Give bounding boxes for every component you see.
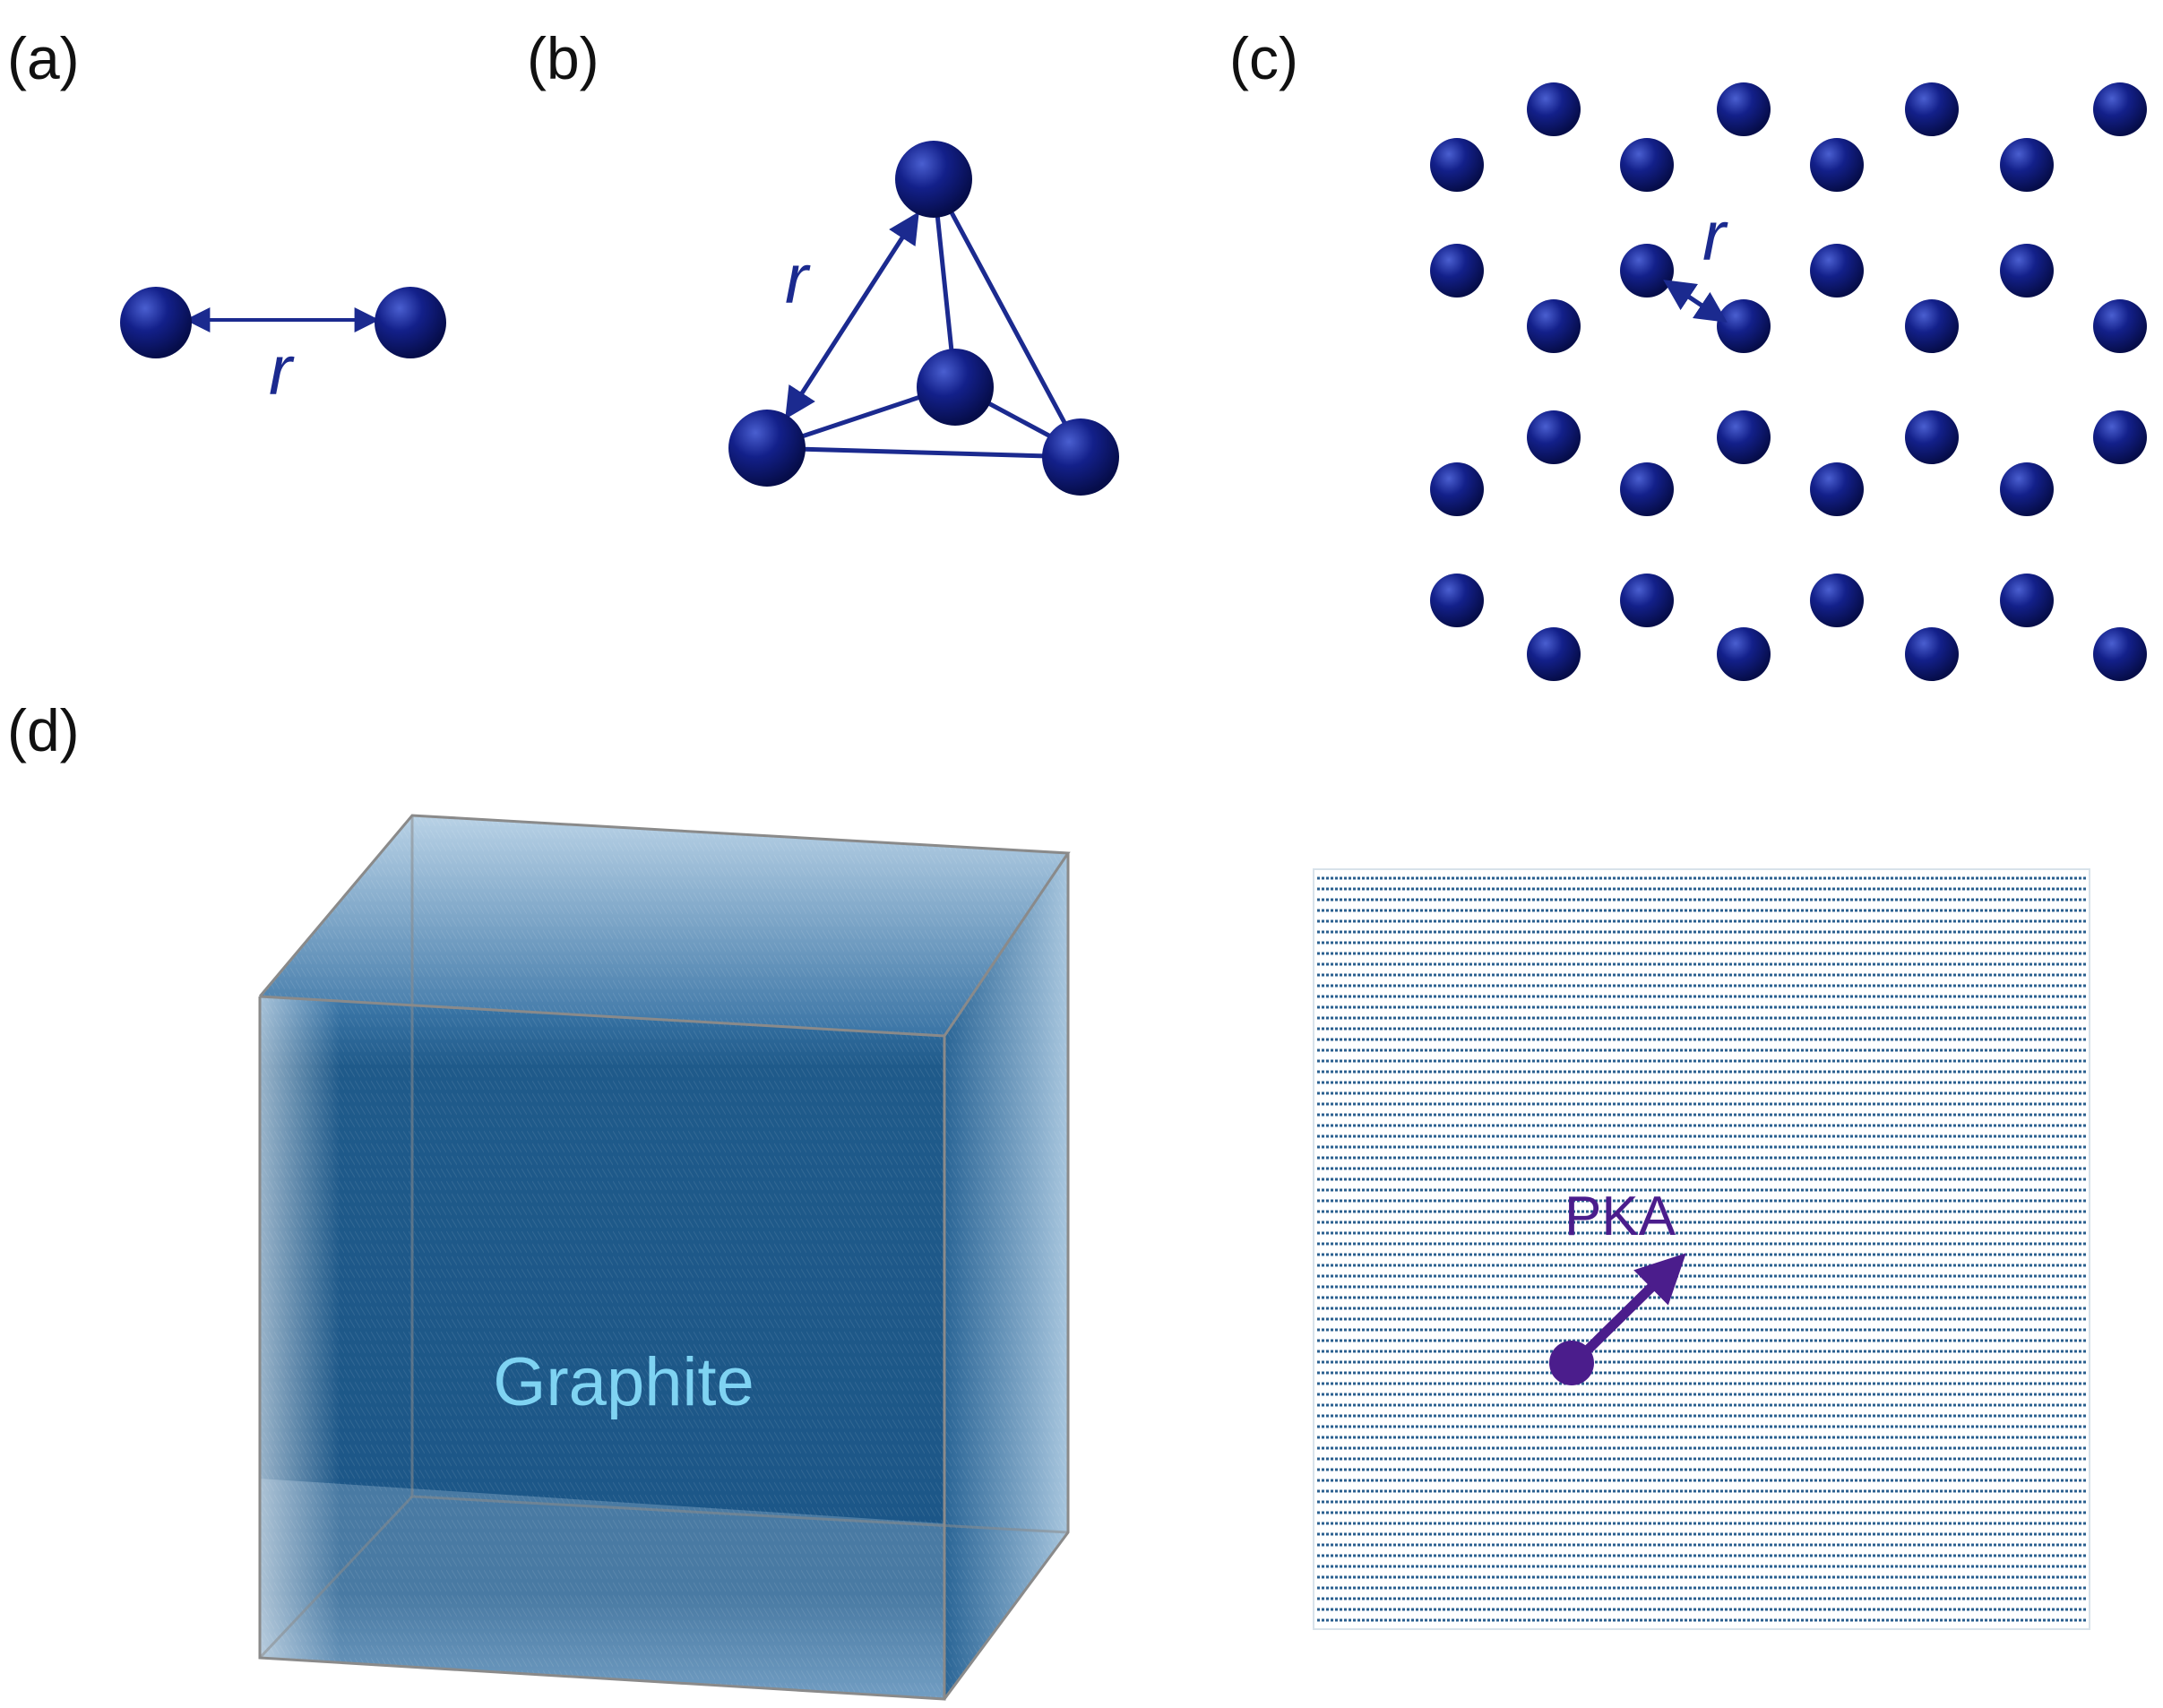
- cube-hidden-edge: [258, 1495, 414, 1660]
- graphite-label: Graphite: [493, 1344, 754, 1420]
- atom: [1527, 627, 1581, 681]
- cross-section-frame: [1313, 868, 2090, 1630]
- cube-edge: [258, 996, 946, 1701]
- atom: [1527, 299, 1581, 353]
- atom: [375, 287, 446, 358]
- panel-label-d: (d): [7, 697, 80, 763]
- atom: [1905, 82, 1959, 136]
- atom: [1430, 138, 1484, 192]
- atom: [1810, 574, 1864, 627]
- graphite-cross-section: PKA: [1313, 868, 2090, 1630]
- distance-label-r: r: [269, 331, 295, 410]
- atom: [1717, 82, 1771, 136]
- panel-label-b: (b): [527, 25, 599, 91]
- atom: [120, 287, 192, 358]
- panel-label-c: (c): [1229, 25, 1298, 91]
- atom: [2000, 138, 2054, 192]
- atom: [1905, 299, 1959, 353]
- atom: [1430, 574, 1484, 627]
- atom: [1430, 462, 1484, 516]
- pka-label: PKA: [1564, 1186, 1676, 1247]
- atom: [2000, 574, 2054, 627]
- distance-label-r: r: [1702, 196, 1728, 275]
- atom: [1527, 82, 1581, 136]
- atom: [728, 410, 806, 487]
- graphite-cube: Graphite: [258, 814, 1071, 1701]
- atom: [1810, 244, 1864, 298]
- atom: [1430, 244, 1484, 298]
- atom: [2093, 627, 2147, 681]
- atom: [2000, 462, 2054, 516]
- panel-label-a: (a): [7, 25, 80, 91]
- panel-b-tetrahedron: r: [728, 141, 1119, 496]
- atom: [1810, 462, 1864, 516]
- pka-atom: [1549, 1341, 1594, 1385]
- atom: [1717, 299, 1771, 353]
- cube-texture: [260, 815, 1068, 1699]
- graphite-layers: [1317, 876, 2086, 1622]
- tetrahedron-edge: [931, 177, 1083, 454]
- bond-distance-arrow: [785, 211, 919, 419]
- atom: [2093, 82, 2147, 136]
- atom: [1717, 410, 1771, 464]
- atom: [1620, 138, 1674, 192]
- atom: [1905, 410, 1959, 464]
- panel-c-lattice: r: [1430, 82, 2147, 681]
- atom: [2093, 410, 2147, 464]
- atom: [1810, 138, 1864, 192]
- atom: [1527, 410, 1581, 464]
- tetrahedron-edge: [766, 445, 1082, 460]
- atom: [895, 141, 972, 218]
- bond-distance-arrow: [1663, 280, 1728, 323]
- atom: [1905, 627, 1959, 681]
- atom: [1717, 627, 1771, 681]
- panel-a-dimer: r: [120, 287, 446, 410]
- atom: [1620, 244, 1674, 298]
- atom: [2093, 299, 2147, 353]
- atom: [1620, 574, 1674, 627]
- atom: [1620, 462, 1674, 516]
- pka-arrow: [1570, 1253, 1686, 1367]
- distance-label-r: r: [785, 239, 811, 318]
- atom: [2000, 244, 2054, 298]
- atom: [917, 349, 994, 426]
- atom: [1042, 418, 1119, 496]
